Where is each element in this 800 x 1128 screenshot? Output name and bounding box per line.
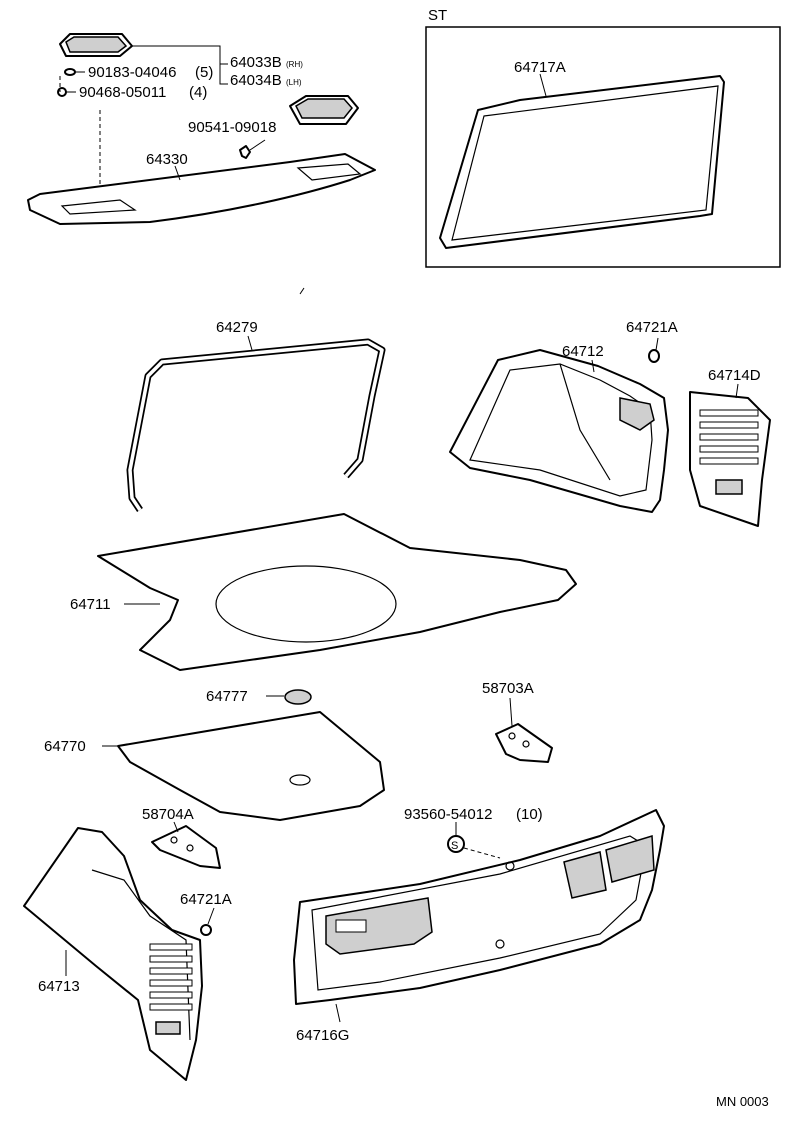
screw-a-qty: (5)	[195, 64, 213, 81]
back-panel-light-openings	[325, 835, 655, 955]
clip-c-icon	[648, 349, 660, 363]
clip-c-label: 64721A	[626, 319, 678, 336]
side-trim-lh	[23, 827, 203, 1081]
hole-plug-label: 64777	[206, 688, 248, 705]
weatherstrip	[126, 338, 386, 512]
package-tray-label: 64330	[146, 151, 188, 168]
screw-a-label: 90183-04046	[88, 64, 176, 81]
clip-a-qty: (4)	[189, 84, 207, 101]
speaker-grille-lh-label: 64034B	[230, 72, 282, 89]
side-trim-lh-label: 64713	[38, 978, 80, 995]
cover-d-slots	[699, 409, 759, 495]
spare-tire-recess	[215, 565, 397, 643]
back-panel-trim	[293, 809, 665, 1005]
weatherstrip-label: 64279	[216, 319, 258, 336]
st-panel-label: 64717A	[514, 59, 566, 76]
package-tray	[27, 153, 376, 225]
screw-b-mark: S	[451, 840, 458, 852]
bracket-a	[495, 723, 553, 763]
st-label: ST	[428, 7, 447, 24]
speaker-grille-lh-side: (LH)	[286, 78, 302, 87]
speaker-grille-rh-group	[59, 33, 359, 125]
floor-mat-label: 64711	[70, 596, 111, 613]
side-trim-rh-label: 64712	[562, 343, 604, 360]
floor-mat	[97, 513, 577, 671]
clip-b-label: 90541-09018	[188, 119, 276, 136]
st-box	[425, 26, 781, 268]
clip-a-label: 90468-05011	[79, 84, 166, 101]
floor-board-label: 64770	[44, 738, 86, 755]
bracket-b	[151, 825, 221, 869]
clip-d-icon	[200, 924, 212, 936]
hole-plug-icon	[284, 689, 312, 705]
speaker-grille-rh-label: 64033B	[230, 54, 282, 71]
screw-b-label: 93560-54012	[404, 806, 492, 823]
side-trim-lh-grille	[149, 943, 193, 1035]
side-trim-rh-pocket	[619, 397, 655, 431]
footer-code: MN 0003	[716, 1094, 769, 1109]
cover-d-label: 64714D	[708, 367, 761, 384]
speaker-grille-rh-mesh	[65, 36, 128, 53]
back-panel-clip-hole	[505, 861, 515, 871]
speaker-grille-rh-side: (RH)	[286, 60, 303, 69]
screw-b-qty: (10)	[516, 806, 543, 823]
side-trim-rh	[449, 349, 669, 513]
clip-d-label: 64721A	[180, 891, 232, 908]
floor-board-hole	[289, 774, 311, 786]
st-trim-panel	[439, 75, 725, 249]
bracket-b-label: 58704A	[142, 806, 194, 823]
screw-a-icon	[64, 68, 76, 76]
back-panel-hole	[495, 939, 505, 949]
floor-board	[117, 711, 385, 821]
clip-a-icon	[57, 87, 67, 97]
speaker-grille-lh-mesh	[295, 98, 353, 119]
back-panel-trim-label: 64716G	[296, 1027, 349, 1044]
clip-b-icon	[239, 145, 251, 159]
bracket-a-label: 58703A	[482, 680, 534, 697]
